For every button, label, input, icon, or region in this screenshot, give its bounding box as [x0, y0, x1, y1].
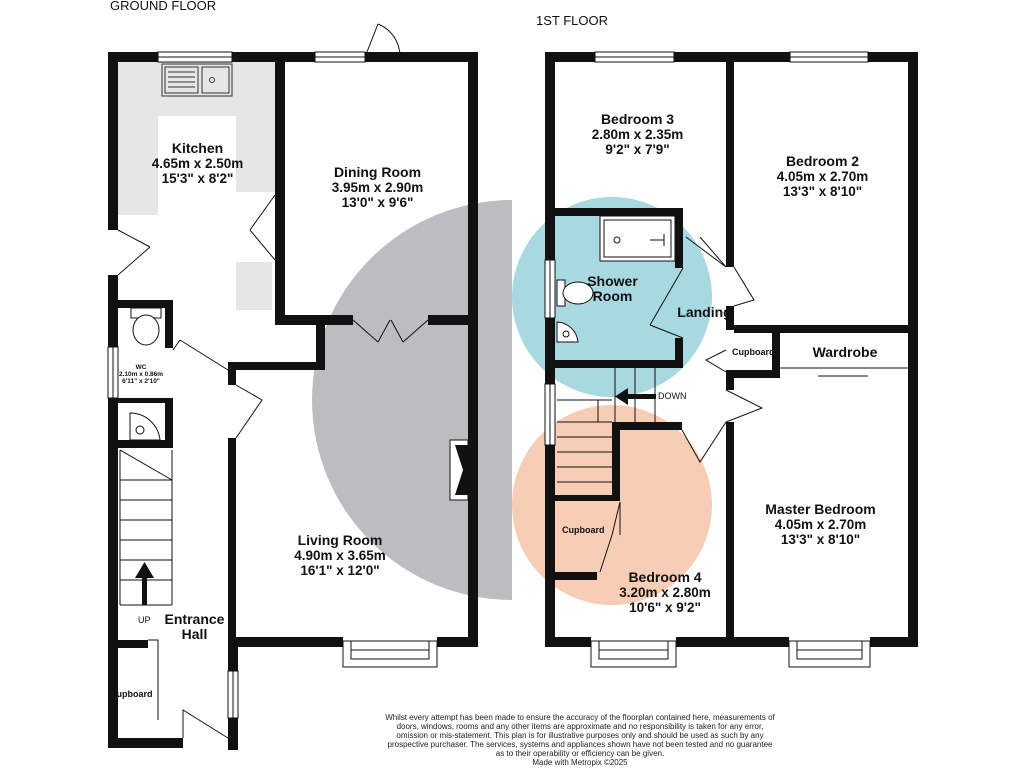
room-label-landing-cupboard: Cupboard [732, 347, 775, 357]
room-metric: 3.20m x 2.80m [619, 585, 711, 600]
room-label-bedroom3: Bedroom 3 2.80m x 2.35m 9'2" x 7'9" [555, 111, 720, 158]
room-name-line1: Entrance [164, 611, 225, 627]
room-label-ground-cupboard: Cupboard [110, 689, 153, 699]
room-name: Kitchen [171, 140, 224, 156]
room-name: Landing [677, 304, 732, 320]
room-imperial: 6'11" x 2'10" [122, 378, 160, 385]
room-label-shower-room: Shower Room [575, 274, 650, 304]
room-label-kitchen: Kitchen 4.65m x 2.50m 15'3" x 8'2" [125, 140, 270, 187]
ground-floor-walls [108, 52, 478, 750]
shower-fittings [556, 215, 676, 343]
room-name: Bedroom 2 [785, 153, 860, 169]
room-name: Living Room [297, 532, 383, 548]
first-floor-walls [545, 52, 918, 647]
room-imperial: 10'6" x 9'2" [629, 600, 701, 615]
room-imperial: 13'0" x 9'6" [341, 195, 414, 210]
disclaimer-text: Whilst every attempt has been made to en… [385, 713, 775, 758]
room-name: Bedroom 3 [600, 111, 675, 127]
stairs-down-label: DOWN [658, 391, 687, 401]
room-metric: 3.95m x 2.90m [331, 180, 424, 195]
ground-floor-windows [107, 51, 438, 719]
kitchen-fittings [118, 62, 278, 310]
room-label-dining: Dining Room 3.95m x 2.90m 13'0" x 9'6" [295, 164, 460, 211]
sink-icon [161, 63, 233, 97]
stairs-up-arrow-icon [135, 562, 154, 605]
ground-floor-title: GROUND FLOOR [110, 0, 217, 13]
ground-floor-stairs [119, 449, 173, 606]
room-label-wc: WC 2.10m x 0.86m 6'11" x 2'10" [117, 364, 165, 385]
bedroom4-viewpoint [512, 405, 712, 605]
room-label-entrance-hall: Entrance Hall [157, 612, 232, 642]
first-floor-title: 1ST FLOOR [536, 13, 609, 28]
room-label-bedroom4-cupboard: Cupboard [562, 525, 605, 535]
room-name-line2: Hall [181, 626, 208, 642]
room-name-line1: Shower [587, 273, 638, 289]
fireplace [449, 439, 469, 501]
first-floor-stairs [557, 368, 656, 483]
room-metric: 2.80m x 2.35m [591, 127, 684, 142]
room-imperial: 13'3" x 8'10" [780, 532, 861, 547]
room-imperial: 13'3" x 8'10" [782, 184, 863, 199]
room-metric: 4.05m x 2.70m [774, 517, 867, 532]
room-name: Master Bedroom [765, 501, 876, 517]
wc-fittings [129, 307, 162, 441]
room-metric: 4.90m x 3.65m [294, 548, 386, 563]
first-floor-windows [544, 51, 871, 668]
room-metric: 4.65m x 2.50m [151, 156, 244, 171]
disclaimer: Whilst every attempt has been made to en… [385, 713, 775, 767]
room-metric: 4.05m x 2.70m [776, 169, 869, 184]
room-label-wardrobe: Wardrobe [800, 345, 890, 360]
room-metric: 2.10m x 0.86m [118, 371, 164, 378]
room-label-master-bedroom: Master Bedroom 4.05m x 2.70m 13'3" x 8'1… [738, 501, 903, 548]
ground-floor-doors [117, 23, 429, 739]
stairs-up-label: UP [138, 615, 151, 625]
room-label-living: Living Room 4.90m x 3.65m 16'1" x 12'0" [255, 532, 425, 579]
room-label-landing: Landing [672, 305, 737, 320]
stairs-down-arrow-icon [615, 388, 656, 405]
room-label-bedroom2: Bedroom 2 4.05m x 2.70m 13'3" x 8'10" [740, 153, 905, 200]
room-imperial: 9'2" x 7'9" [605, 142, 670, 157]
credit-text: Made with Metropix ©2025 [532, 758, 628, 767]
room-name: Dining Room [333, 164, 422, 180]
room-name: Wardrobe [812, 344, 878, 360]
room-name: WC [135, 364, 147, 371]
room-imperial: 16'1" x 12'0" [300, 563, 380, 578]
room-label-bedroom4: Bedroom 4 3.20m x 2.80m 10'6" x 9'2" [590, 569, 740, 616]
room-name-line2: Room [592, 288, 633, 304]
room-imperial: 15'3" x 8'2" [161, 171, 234, 186]
first-floor-doors [599, 236, 908, 573]
room-name: Bedroom 4 [628, 569, 702, 585]
